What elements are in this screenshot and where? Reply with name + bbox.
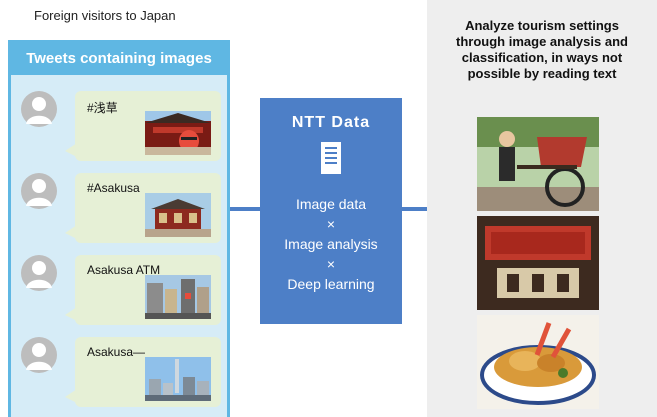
result-title-line: through image analysis and bbox=[456, 34, 628, 49]
user-avatar-icon bbox=[21, 337, 57, 373]
tweet-text: #Asakusa bbox=[87, 181, 140, 195]
server-icon bbox=[321, 142, 341, 174]
step-image-analysis: Image analysis bbox=[284, 236, 378, 252]
step-times-2: × bbox=[326, 256, 336, 272]
skyline-photo bbox=[145, 357, 211, 401]
temple-building-photo bbox=[145, 193, 211, 237]
step-deep-learning: Deep learning bbox=[287, 276, 375, 292]
result-title-line: Analyze tourism settings bbox=[465, 18, 619, 33]
temple-gate-photo bbox=[145, 111, 211, 155]
step-times-1: × bbox=[326, 216, 336, 232]
user-avatar-icon bbox=[21, 255, 57, 291]
processing-box: NTT Data Image data × Image analysis × D… bbox=[260, 98, 402, 324]
tweet-bubble: #Asakusa bbox=[65, 173, 221, 243]
tweet-bubble: Asakusa ATM bbox=[65, 255, 221, 325]
result-panel: Analyze tourism settings through image a… bbox=[427, 0, 657, 417]
street-photo bbox=[145, 275, 211, 319]
shop-sign-photo bbox=[477, 216, 599, 310]
tweet-text: #浅草 bbox=[87, 101, 118, 115]
tweets-panel: Tweets containing images #浅草 bbox=[8, 40, 230, 417]
processing-steps: Image data × Image analysis × Deep learn… bbox=[260, 194, 402, 294]
ntt-data-logo: NTT Data bbox=[291, 114, 371, 131]
result-title-line: possible by reading text bbox=[467, 66, 617, 81]
tweet-item: Asakusa ATM bbox=[21, 255, 221, 329]
tweet-text: Asakusa— bbox=[87, 345, 146, 359]
tweets-panel-title: Tweets containing images bbox=[11, 43, 227, 75]
tempura-bowl-photo bbox=[477, 315, 599, 409]
tweet-bubble: #浅草 bbox=[65, 91, 221, 161]
tweet-item: Asakusa— bbox=[21, 337, 221, 411]
user-avatar-icon bbox=[21, 173, 57, 209]
diagram-caption: Foreign visitors to Japan bbox=[34, 8, 176, 23]
step-image-data: Image data bbox=[295, 196, 367, 212]
user-avatar-icon bbox=[21, 91, 57, 127]
result-title: Analyze tourism settings through image a… bbox=[427, 18, 657, 82]
tweet-item: #浅草 bbox=[21, 91, 221, 165]
tweet-bubble: Asakusa— bbox=[65, 337, 221, 407]
connector-arrow-line bbox=[230, 207, 262, 211]
rickshaw-photo bbox=[477, 117, 599, 211]
tweet-text: Asakusa ATM bbox=[87, 263, 161, 277]
result-title-line: classification, in ways not bbox=[461, 50, 623, 65]
tweet-item: #Asakusa bbox=[21, 173, 221, 247]
